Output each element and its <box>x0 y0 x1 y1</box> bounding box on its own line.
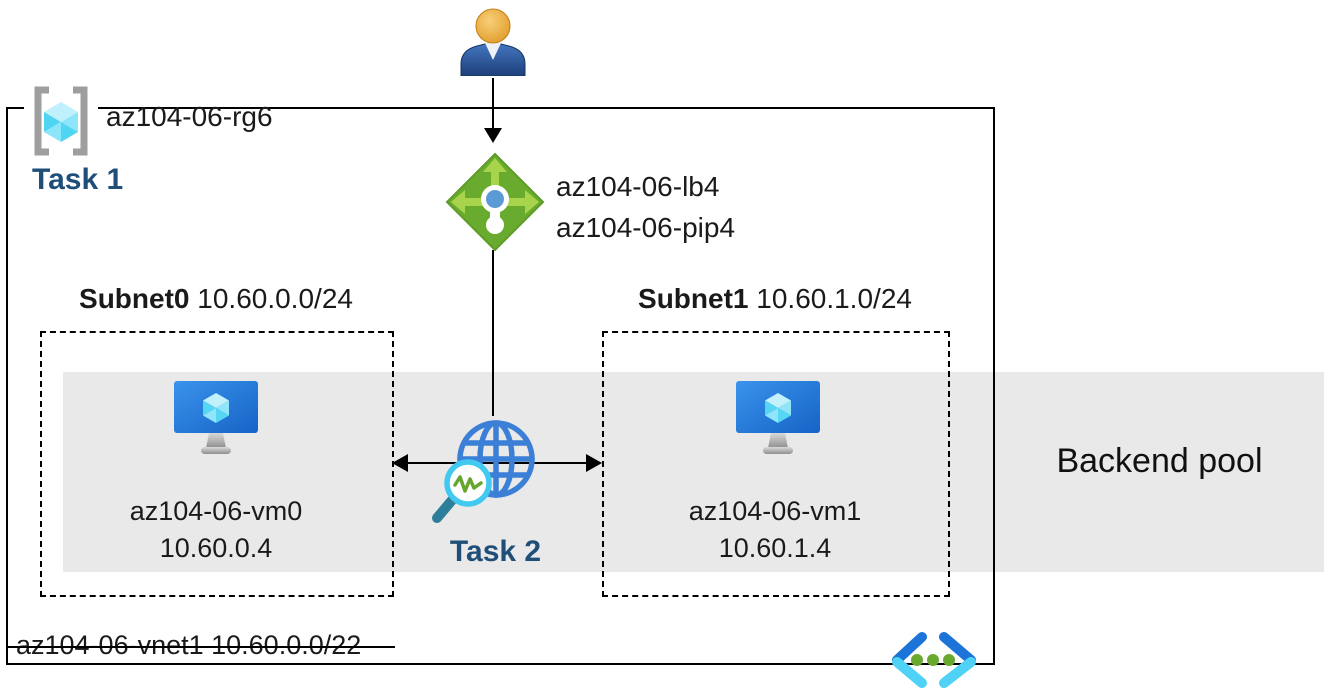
backend-pool-band <box>63 372 1324 572</box>
virtual-machine-icon <box>734 379 822 455</box>
subnet0-cidr: 10.60.0.0/24 <box>197 283 353 314</box>
user-to-lb-arrowhead-icon <box>484 128 502 143</box>
lb-to-probe-connector <box>492 250 494 416</box>
arrowhead-left-icon <box>392 454 408 472</box>
load-balancer-label: az104-06-lb4 az104-06-pip4 <box>556 166 735 248</box>
subnet0-name: Subnet0 <box>79 283 190 314</box>
subnet0-label: Subnet0 10.60.0.0/24 <box>40 283 392 315</box>
vm0-name: az104-06-vm0 <box>129 496 303 526</box>
vm0-ip: 10.60.0.4 <box>159 533 273 563</box>
backend-pool-label: Backend pool <box>1056 442 1263 480</box>
health-probe-icon <box>428 406 563 531</box>
load-balancer-name: az104-06-lb4 <box>556 171 720 202</box>
task1-label: Task 1 <box>32 163 124 196</box>
vm1-ip: 10.60.1.4 <box>718 533 832 563</box>
user-icon <box>453 4 533 77</box>
virtual-machine-icon <box>172 379 260 455</box>
resource-group-boundary <box>6 107 995 665</box>
subnet1-name: Subnet1 <box>638 283 749 314</box>
user-to-lb-arrow-line <box>492 78 494 130</box>
resource-group-name: az104-06-rg6 <box>106 101 273 132</box>
load-balancer-icon <box>444 151 546 253</box>
subnet1-boundary <box>602 331 950 597</box>
vnet-label-strike-line <box>6 646 395 648</box>
subnet1-label: Subnet1 10.60.1.0/24 <box>602 283 948 315</box>
vm1-name: az104-06-vm1 <box>688 496 862 526</box>
arrowhead-right-icon <box>586 454 602 472</box>
public-ip-name: az104-06-pip4 <box>556 212 736 243</box>
subnet1-cidr: 10.60.1.0/24 <box>756 283 912 314</box>
code-brackets-icon <box>886 632 982 688</box>
vnet-label: az104-06-vnet1 10.60.0.0/22 <box>16 630 362 660</box>
task2-label: Task 2 <box>449 535 542 568</box>
resource-group-icon <box>24 84 98 158</box>
